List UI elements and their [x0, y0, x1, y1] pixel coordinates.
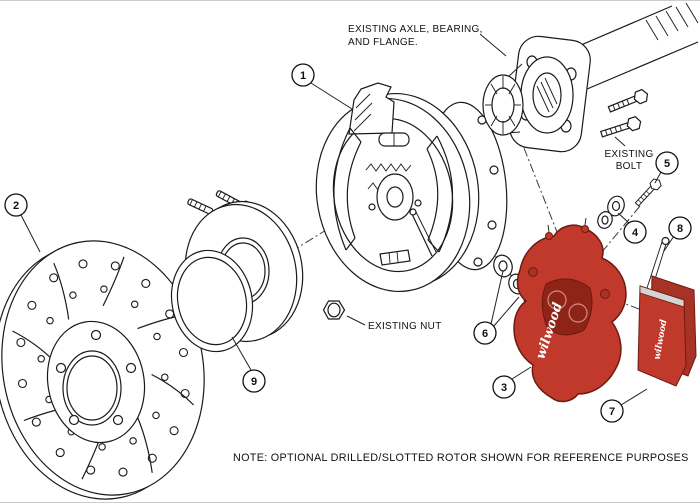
caliper-bridge-window	[541, 278, 593, 336]
caliper-piston	[568, 303, 588, 323]
text-labels: EXISTING AXLE, BEARING, AND FLANGE. EXIS…	[233, 24, 689, 464]
shoe-adjuster	[379, 249, 411, 266]
callout-3: 3	[492, 366, 532, 399]
note-text: NOTE: OPTIONAL DRILLED/SLOTTED ROTOR SHO…	[233, 452, 689, 464]
label-nut: EXISTING NUT	[368, 321, 442, 332]
axle-bearing	[482, 63, 524, 136]
parking-brake-shoes	[333, 127, 454, 253]
caliper-mounting-bolt	[632, 176, 664, 209]
svg-text:6: 6	[482, 328, 488, 340]
callout-5: 5	[654, 151, 679, 184]
backing-plate-bracket	[348, 82, 395, 135]
existing-nut	[322, 300, 346, 320]
svg-text:5: 5	[664, 158, 670, 170]
label-bolt-line2: BOLT	[616, 161, 643, 172]
wheel-stud	[186, 197, 214, 216]
label-bolt-line1: EXISTING	[604, 149, 653, 160]
caliper: wilwood	[513, 217, 627, 403]
callout-8: 8	[663, 216, 692, 252]
caliper-bolt-washers	[597, 195, 625, 229]
axle-assembly	[482, 2, 699, 153]
svg-text:7: 7	[609, 406, 615, 418]
svg-text:8: 8	[677, 223, 683, 235]
rotor-drilled-slotted	[0, 240, 205, 500]
bridge-bolt	[600, 289, 610, 299]
existing-bolt	[599, 115, 644, 141]
svg-text:3: 3	[501, 382, 507, 394]
brake-pads: wilwood	[637, 275, 697, 387]
bleed-screw	[545, 232, 553, 240]
backing-plate-assembly	[315, 82, 480, 293]
svg-text:9: 9	[251, 376, 257, 388]
existing-bolts	[599, 87, 651, 141]
svg-text:2: 2	[13, 200, 19, 212]
existing-bolt	[606, 87, 651, 116]
caliper-piston	[547, 290, 567, 310]
label-axle-line2: AND FLANGE.	[348, 37, 418, 48]
svg-text:4: 4	[632, 227, 639, 239]
o-ring	[170, 249, 254, 353]
bleed-screw	[581, 225, 589, 233]
callout-9: 9	[231, 336, 266, 393]
callout-6: 6	[473, 270, 520, 345]
label-axle-line1: EXISTING AXLE, BEARING,	[348, 24, 483, 35]
bridge-bolt	[528, 267, 538, 277]
pad-backing-plate-edge	[639, 285, 685, 308]
callout-1: 1	[291, 63, 353, 110]
rotor-drill-pattern	[12, 256, 195, 480]
callouts: 1 2 3 4 5 6 7	[4, 63, 692, 423]
callout-7: 7	[600, 388, 648, 423]
svg-text:1: 1	[300, 70, 306, 82]
callout-2: 2	[4, 193, 41, 253]
callout-4: 4	[617, 212, 647, 244]
